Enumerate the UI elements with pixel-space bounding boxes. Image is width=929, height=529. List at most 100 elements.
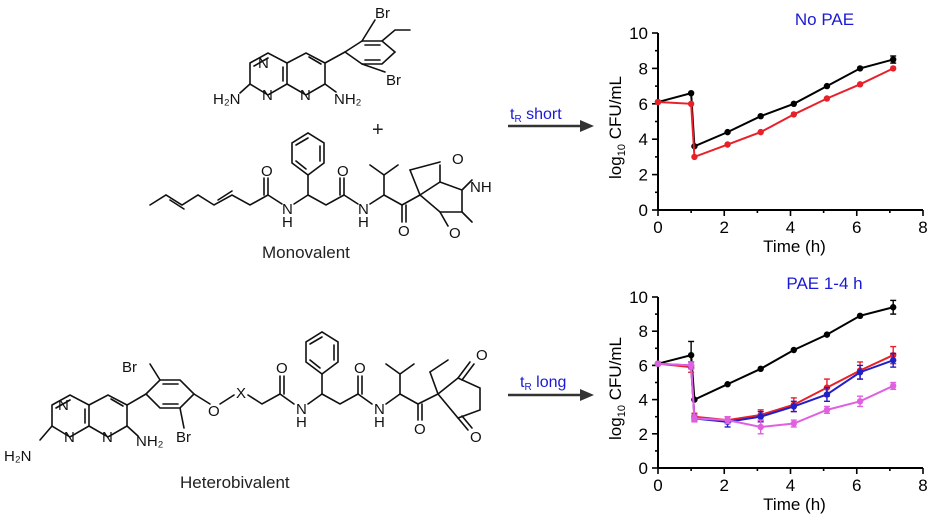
chart0-ytick-label-4: 8 [639, 59, 648, 78]
atom-o-6: O [276, 360, 288, 377]
atom-n-5: N [64, 429, 75, 446]
atom-n-amide-4: N [374, 401, 385, 418]
chart1-point-pink-5 [790, 420, 798, 427]
atom-br-3: Br [122, 359, 137, 376]
chart1-point-pink-3 [724, 416, 731, 424]
plus-sign: + [372, 119, 384, 141]
chart0-point-red-8 [889, 65, 897, 72]
atom-n-6: N [102, 429, 113, 446]
chart1-ytick-label-0: 0 [639, 459, 648, 478]
chart0-ytick-label-1: 2 [639, 166, 648, 185]
chart0-point-black-1 [687, 89, 695, 97]
chart1-point-blue-7 [856, 369, 864, 376]
chart1-point-blue-5 [790, 403, 798, 410]
atom-nh2-2: NH₂ [136, 433, 164, 450]
monovalent-peptide-fragment: O N H O N H O O NH O [149, 132, 492, 242]
chart0-point-red-5 [790, 111, 798, 118]
atom-n-amide-1: N [282, 201, 293, 218]
atom-h-amide-1: H [282, 214, 293, 231]
atom-o-8: O [414, 421, 426, 438]
chart0-point-black-6 [823, 82, 831, 90]
chart1-point-black-3 [724, 381, 731, 388]
atom-h-amide-3: H [296, 414, 307, 431]
atom-h2n: H₂N [213, 91, 241, 108]
chart1-point-pink-0 [654, 360, 662, 367]
chart1-point-pink-8 [889, 382, 897, 390]
atom-n-4: N [58, 397, 69, 414]
chart1-point-pink-7 [856, 398, 864, 405]
atom-x-linker: X [236, 385, 246, 402]
atom-o-ether: O [208, 403, 220, 420]
chart0-xtick-label-2: 4 [786, 218, 795, 237]
chart0-point-black-7 [856, 65, 864, 72]
chart1-xtick-label-4: 8 [918, 476, 927, 495]
atom-o-9: O [476, 347, 488, 364]
atom-nh2: NH₂ [334, 91, 362, 108]
atom-nh-imide: NH [470, 179, 492, 196]
arrow-short: tR short [508, 106, 594, 132]
chart1-point-black-5 [790, 346, 798, 354]
chart0-ytick-label-5: 10 [629, 24, 648, 43]
chart1-ytick-label-2: 4 [639, 391, 648, 410]
chart0-point-red-3 [724, 141, 731, 148]
atom-h2n-2: H₂N [4, 448, 32, 465]
arrow-long-label: tR long [520, 374, 566, 393]
chart0-point-black-8 [889, 56, 897, 63]
atom-h-amide-4: H [374, 414, 385, 431]
atom-br-bottom: Br [386, 72, 401, 89]
chart1-point-pink-1 [687, 362, 695, 369]
chart1-x-axis-title: Time (h) [763, 495, 826, 514]
chart1-point-blue-8 [889, 357, 897, 364]
chart1-xtick-label-3: 6 [852, 476, 861, 495]
chart0-xtick-label-1: 2 [720, 218, 729, 237]
chart1-point-blue-4 [757, 413, 764, 420]
atom-h-amide-2: H [358, 214, 369, 231]
chart1-point-black-4 [757, 365, 764, 373]
chart0-point-red-0 [654, 98, 662, 106]
chart0-xtick-label-3: 6 [852, 218, 861, 237]
chart0-x-axis-title: Time (h) [763, 237, 826, 256]
chart1-point-black-1 [687, 351, 695, 359]
atom-br-top: Br [375, 5, 390, 22]
atom-br-4: Br [176, 429, 191, 446]
chart0-xtick-label-4: 8 [918, 218, 927, 237]
chart0-point-red-1 [687, 100, 695, 108]
chart1-point-black-8 [889, 304, 897, 311]
chart1-point-blue-6 [823, 391, 831, 398]
atom-n-2: N [262, 87, 273, 104]
heterobivalent-pyrimidine-fragment: Br Br N N N H₂N NH₂ O X [4, 359, 281, 465]
atom-o-4: O [452, 151, 464, 168]
chart0-ytick-label-3: 6 [639, 95, 648, 114]
chart1-ytick-label-5: 10 [629, 288, 648, 307]
chart1-y-axis-title: log10 CFU/mL [606, 337, 628, 440]
chart1-xtick-label-2: 4 [786, 476, 795, 495]
atom-n-3: N [300, 87, 311, 104]
chart0-point-black-3 [724, 128, 731, 136]
chart0-xtick-label-0: 0 [653, 218, 662, 237]
chart1-series-pink [654, 360, 897, 435]
chart1-ytick-label-4: 8 [639, 322, 648, 341]
chart1-xtick-label-1: 2 [720, 476, 729, 495]
chart0-point-red-6 [823, 95, 831, 102]
atom-o-1: O [261, 163, 273, 180]
arrow-long: tR long [508, 374, 594, 401]
chart0-series-red [654, 65, 897, 161]
chart1-point-black-6 [823, 331, 831, 338]
monovalent-pyrimidine-fragment: Br Br N N N H₂N NH₂ [213, 5, 411, 108]
chart1-ytick-label-1: 2 [639, 425, 648, 444]
heterobivalent-label: Heterobivalent [180, 473, 290, 492]
chart0-title: No PAE [795, 10, 854, 29]
atom-n-1: N [258, 55, 269, 72]
chart1-title: PAE 1-4 h [786, 274, 862, 293]
chart1-series-black [654, 299, 897, 403]
atom-o-5: O [449, 225, 461, 242]
arrow-short-label: tR short [510, 106, 562, 125]
heterobivalent-peptide-fragment: O N H O N H O O O [276, 331, 488, 446]
chart0-point-red-2 [691, 153, 698, 161]
atom-n-amide-2: N [358, 201, 369, 218]
atom-n-amide-3: N [296, 401, 307, 418]
chart1-point-pink-6 [823, 406, 831, 414]
